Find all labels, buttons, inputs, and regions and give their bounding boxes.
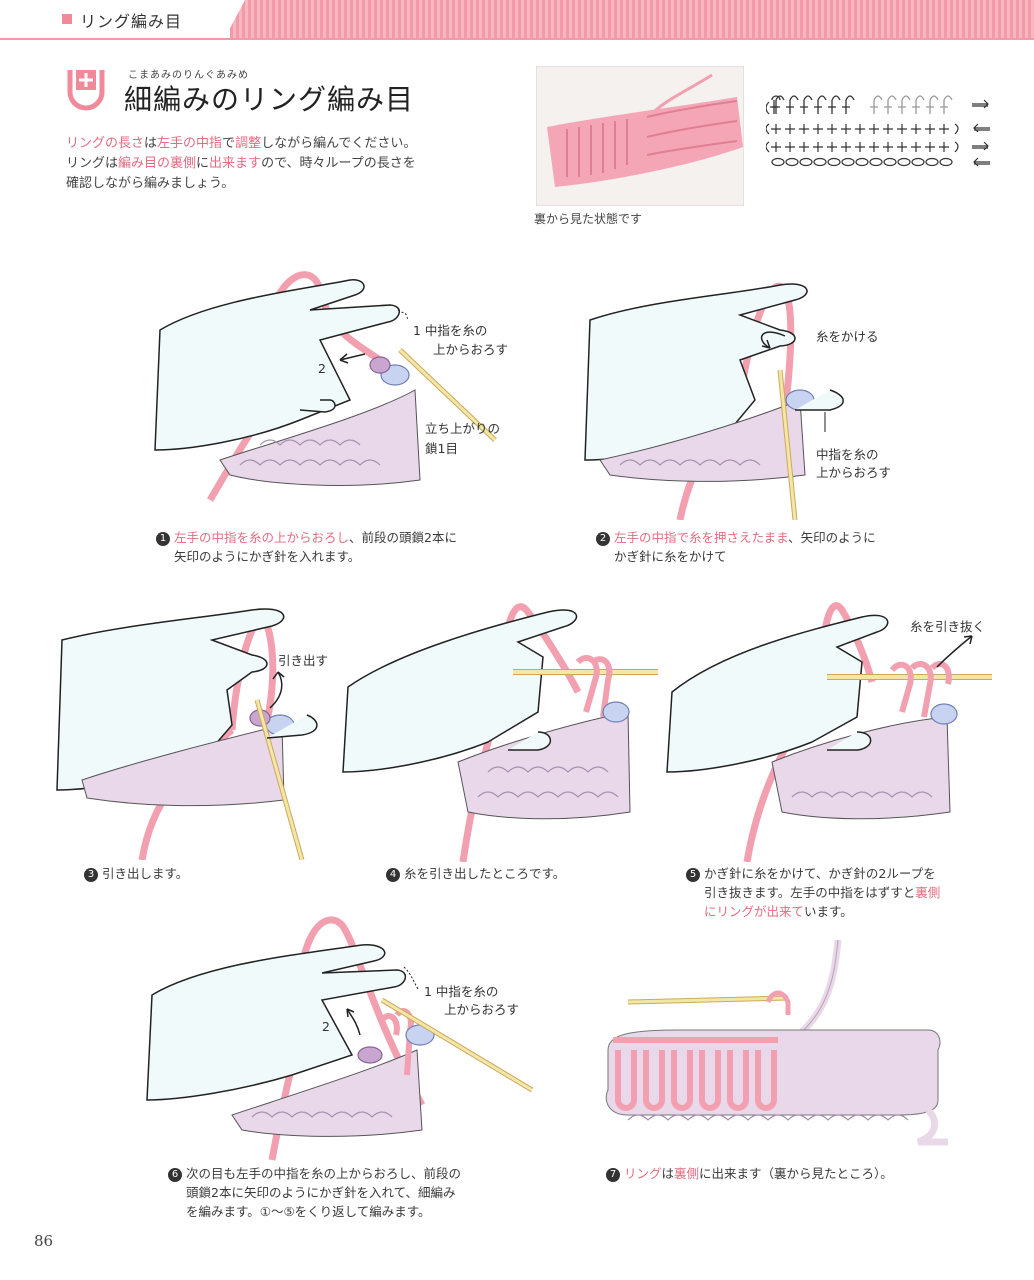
figure-step-7 (605, 940, 948, 1146)
fig1-label-3: 立ち上がりの (425, 421, 501, 436)
step-2-caption: 2 左手の中指で糸を押さえたまま、矢印のように かぎ針に糸をかけて (596, 528, 876, 566)
fig6-label-1: 1 中指を糸の (424, 984, 499, 999)
photo-caption: 裏から見た状態です (534, 212, 643, 226)
caption-text: います。 (804, 904, 853, 919)
figure-step-6 (146, 916, 534, 1161)
caption-emph: にリングが出来て (704, 904, 805, 919)
caption-text: 、矢印のように (788, 530, 876, 545)
step-5-caption: 5 かぎ針に糸をかけて、かぎ針の2ループを 引き抜きます。左手の中指をはずすと裏側… (686, 864, 940, 921)
fig1-label-2: 上からおろす (433, 342, 509, 357)
fig2-label-3: 上からおろす (816, 465, 892, 480)
fig6-label-num2: 2 (322, 1019, 330, 1034)
fig6-label-2: 上からおろす (444, 1002, 520, 1017)
step-6-caption: 6 次の目も左手の中指を糸の上からおろし、前段の 頭鎖2本に矢印のようにかぎ針を入… (168, 1164, 461, 1221)
step-7-caption: 7 リングは裏側に出来ます（裏から見たところ）。 (606, 1164, 893, 1183)
section-title: リング編み目 (80, 12, 183, 31)
caption-emph: 裏側 (915, 885, 941, 900)
fig1-label-1: 1 中指を糸の (413, 323, 488, 338)
figure-step-5 (666, 602, 992, 862)
fig3-label-1: 引き出す (278, 653, 329, 668)
caption-text: 引き抜きます。左手の中指をはずすと (704, 885, 916, 900)
step-number-badge: 7 (606, 1168, 620, 1182)
intro-text-part: に (196, 156, 210, 171)
intro-text-part: で (222, 136, 236, 151)
fig1-label-num2: 2 (318, 361, 326, 376)
sample-photo (536, 66, 744, 206)
intro-emph: 出来ます (209, 156, 262, 171)
fig1-label-4: 鎖1目 (425, 441, 458, 456)
caption-emph: 裏側 (674, 1166, 700, 1181)
intro-text-part: 確認しながら編みましょう。 (66, 176, 235, 191)
step-number-badge: 5 (686, 868, 700, 882)
caption-text: かぎ針に糸をかけて、かぎ針の2ループを (704, 866, 936, 881)
step-number-badge: 1 (156, 532, 170, 546)
step-number-badge: 6 (168, 1168, 182, 1182)
caption-text: かぎ針に糸をかけて (614, 549, 727, 564)
header-band (230, 0, 1034, 38)
figure-step-2 (584, 282, 844, 520)
caption-text: 次の目も左手の中指を糸の上からおろし、前段の (186, 1166, 462, 1181)
caption-text: 矢印のようにかぎ針を入れます。 (174, 549, 361, 564)
intro-emph: リングの長さ (66, 136, 145, 151)
caption-text: に出来ます（裏から見たところ）。 (699, 1166, 893, 1181)
intro-emph: 編み目の裏側 (118, 156, 197, 171)
caption-text: 糸を引き出したところです。 (404, 866, 566, 881)
caption-emph: 左手の中指を糸の上からおろし (174, 530, 350, 545)
intro-emph: 調整 (235, 136, 262, 151)
step-number-badge: 2 (596, 532, 610, 546)
caption-text: 、前段の頭鎖2本に (349, 530, 457, 545)
fig2-label-1: 糸をかける (816, 329, 879, 344)
figure-step-4 (342, 603, 658, 862)
yarn-sample-image (547, 73, 743, 187)
intro-emph: 左手の中指 (157, 136, 223, 151)
header-rule (0, 38, 1034, 40)
caption-emph: 左手の中指で糸を押さえたまま (614, 530, 789, 545)
intro-text-part: しながら編んでください。 (261, 136, 417, 151)
step-3-caption: 3 引き出します。 (84, 864, 188, 883)
fig2-label-2: 中指を糸の (816, 447, 879, 462)
step-1-caption: 1 左手の中指を糸の上からおろし、前段の頭鎖2本に 矢印のようにかぎ針を入れます。 (156, 528, 457, 566)
page-title: 細編みのリング編み目 (124, 83, 415, 116)
figure-step-1 (154, 271, 497, 502)
intro-text-part: は (144, 136, 158, 151)
caption-text: を編みます。①〜⑤をくり返して編みます。 (186, 1204, 431, 1219)
caption-emph: リング (624, 1166, 662, 1181)
step-number-badge: 3 (84, 868, 98, 882)
stitch-chart (766, 95, 990, 167)
u-plus-icon (67, 70, 105, 111)
section-bullet-icon (62, 14, 72, 24)
caption-text: 頭鎖2本に矢印のようにかぎ針を入れて、細編み (186, 1185, 456, 1200)
intro-text-part: リングは (66, 156, 119, 171)
figure-step-3 (56, 608, 318, 860)
intro-text-part: ので、時々ループの長さを (261, 156, 416, 171)
fig5-label-1: 糸を引き抜く (910, 619, 986, 634)
title-ruby: こまあみのりんぐあみめ (128, 70, 249, 81)
step-4-caption: 4 糸を引き出したところです。 (386, 864, 565, 883)
step-number-badge: 4 (386, 868, 400, 882)
caption-text: 引き出します。 (102, 866, 189, 881)
intro-text: リングの長さは左手の中指で調整しながら編んでください。 リングは編み目の裏側に出… (66, 134, 506, 194)
caption-text: は (661, 1166, 675, 1181)
page-number: 86 (34, 1232, 54, 1250)
